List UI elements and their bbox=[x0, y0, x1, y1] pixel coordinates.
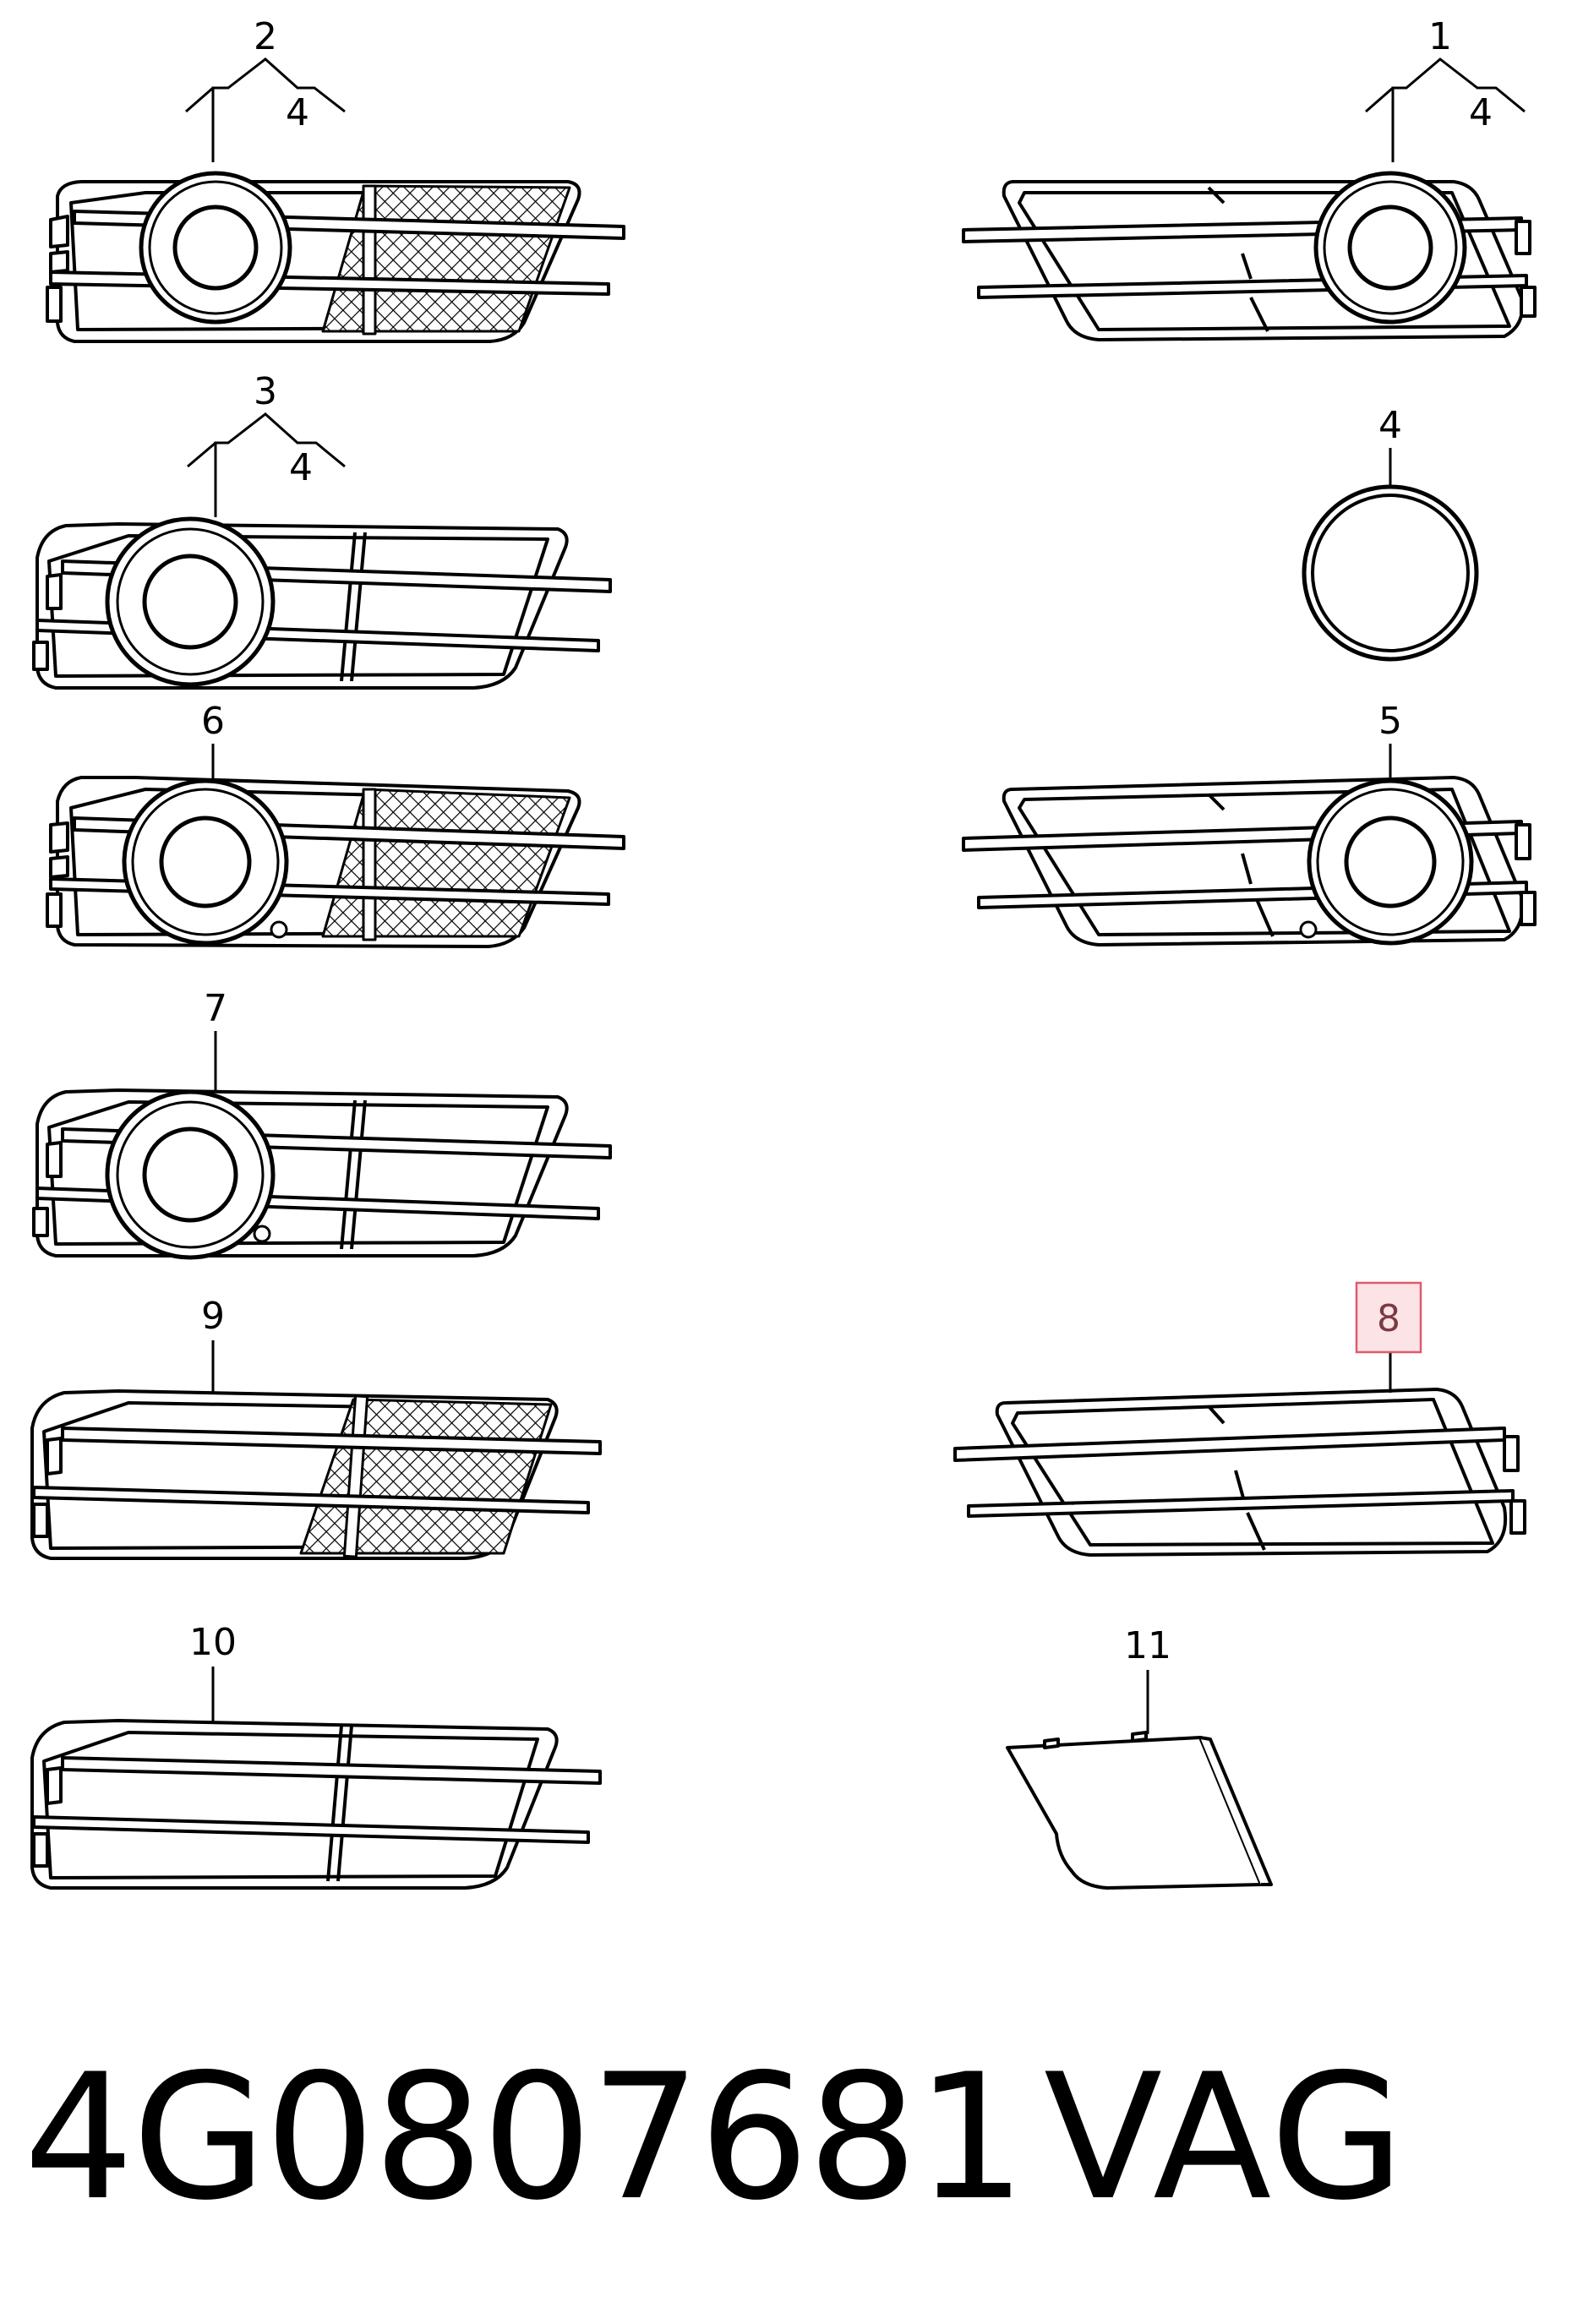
brand-name: VAG bbox=[1044, 2038, 1406, 2239]
callout-8-highlight bbox=[1355, 1281, 1422, 1354]
callout-5[interactable]: 5 bbox=[1378, 700, 1402, 743]
callout-7[interactable]: 7 bbox=[204, 987, 227, 1030]
part-11-cover-cap bbox=[1006, 1731, 1273, 1890]
callout-1[interactable]: 1 bbox=[1428, 15, 1452, 58]
callout-8[interactable]: 8 bbox=[1377, 1297, 1400, 1340]
callout-9[interactable]: 9 bbox=[201, 1295, 225, 1338]
callout-labels: 2 4 1 4 3 4 4 6 5 7 9 8 10 11 bbox=[189, 15, 1493, 1667]
callout-6[interactable]: 6 bbox=[201, 700, 225, 743]
footer: 4G0807681 VAG bbox=[0, 2011, 1583, 2265]
callout-2-sub-4[interactable]: 4 bbox=[286, 91, 309, 134]
callout-3-sub-4[interactable]: 4 bbox=[289, 446, 313, 489]
part-number: 4G0807681 bbox=[24, 2038, 1026, 2239]
callout-10[interactable]: 10 bbox=[189, 1621, 237, 1664]
part-6-grille-with-ring-mesh bbox=[46, 776, 625, 948]
part-2-grille-with-ring-mesh bbox=[46, 171, 625, 343]
part-8-grille bbox=[953, 1388, 1526, 1557]
callout-2[interactable]: 2 bbox=[254, 15, 277, 58]
callout-3[interactable]: 3 bbox=[254, 370, 277, 413]
callout-4[interactable]: 4 bbox=[1378, 404, 1402, 447]
part-3-grille-with-ring bbox=[32, 516, 612, 690]
part-4-trim-ring bbox=[1302, 484, 1479, 662]
part-9-grille-with-mesh bbox=[30, 1389, 602, 1560]
part-1-grille-with-ring bbox=[962, 171, 1537, 341]
part-10-grille bbox=[30, 1719, 602, 1890]
callout-11[interactable]: 11 bbox=[1124, 1624, 1171, 1667]
part-5-grille-with-ring bbox=[962, 776, 1537, 947]
callout-leaders bbox=[185, 57, 1526, 1734]
callout-1-sub-4[interactable]: 4 bbox=[1469, 91, 1493, 134]
part-7-grille-with-ring bbox=[32, 1088, 612, 1260]
